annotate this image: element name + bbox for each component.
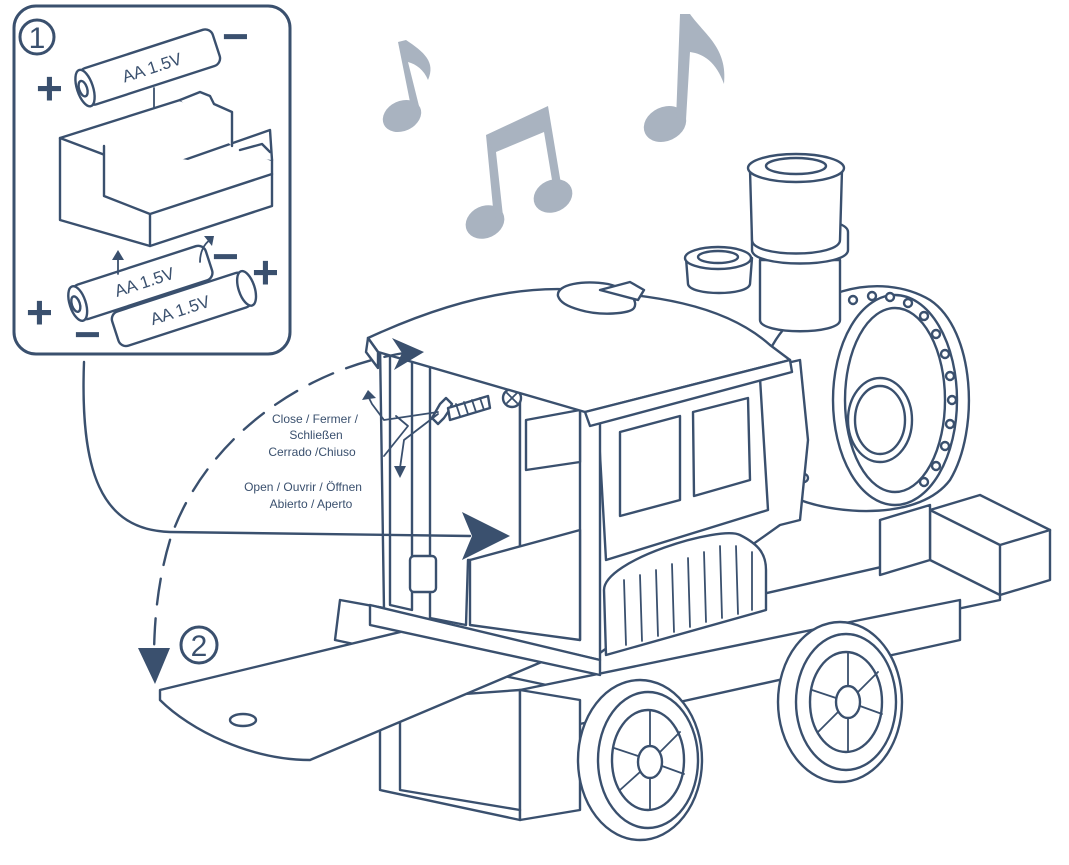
door-latch: [408, 554, 438, 594]
toy-train: [158, 152, 1052, 842]
step-1-badge: 1: [18, 18, 56, 56]
battery-holder: [58, 90, 274, 248]
step-2-number: 2: [191, 630, 208, 663]
battery-aa: AA 1.5V: [110, 269, 258, 348]
plus-sign: +: [36, 62, 63, 114]
plus-sign: +: [252, 246, 279, 298]
music-note-icon: [643, 14, 725, 142]
insert-arrow: [82, 360, 510, 560]
cab-window: [691, 396, 752, 498]
plus-sign: +: [26, 286, 53, 338]
cab-window: [618, 414, 682, 518]
screw-icon: [430, 394, 492, 426]
rear-wheel: [776, 620, 904, 784]
door-open-arrow: [138, 338, 424, 684]
battery-door-open: [158, 618, 572, 762]
step-2-badge: 2: [179, 625, 219, 665]
cab-screw-icon: [501, 387, 523, 409]
close-open-rotation-arrows: [362, 390, 439, 478]
close-label-line2: Schließen: [289, 428, 342, 442]
close-label: Close / Fermer / Schließen Cerrado /Chiu…: [268, 412, 358, 459]
battery-compartment: [468, 528, 582, 642]
minus-sign: −: [212, 230, 239, 282]
front-wheel: [576, 678, 704, 842]
battery-inset-panel: 1 AA 1.5V + − AA 1.5V: [12, 4, 292, 360]
chimney: [746, 152, 850, 333]
music-note-icon: [382, 40, 431, 133]
front-grille: [602, 532, 768, 657]
door-screw-hole: [228, 712, 258, 728]
open-label-line1: Open / Ouvrir / Öffnen: [244, 480, 362, 494]
music-notes: [382, 14, 725, 239]
step-1-number: 1: [29, 22, 46, 55]
minus-sign: −: [222, 10, 249, 62]
close-label-line3: Cerrado /Chiuso: [268, 445, 356, 459]
open-label: Open / Ouvrir / Öffnen Abierto / Aperto: [244, 480, 362, 511]
music-double-note-icon: [465, 106, 573, 239]
close-label-line1: Close / Fermer /: [272, 412, 359, 426]
steam-dome: [683, 245, 754, 295]
battery-aa: AA 1.5V: [74, 28, 222, 108]
open-label-line2: Abierto / Aperto: [270, 497, 353, 511]
minus-sign: −: [74, 308, 101, 360]
